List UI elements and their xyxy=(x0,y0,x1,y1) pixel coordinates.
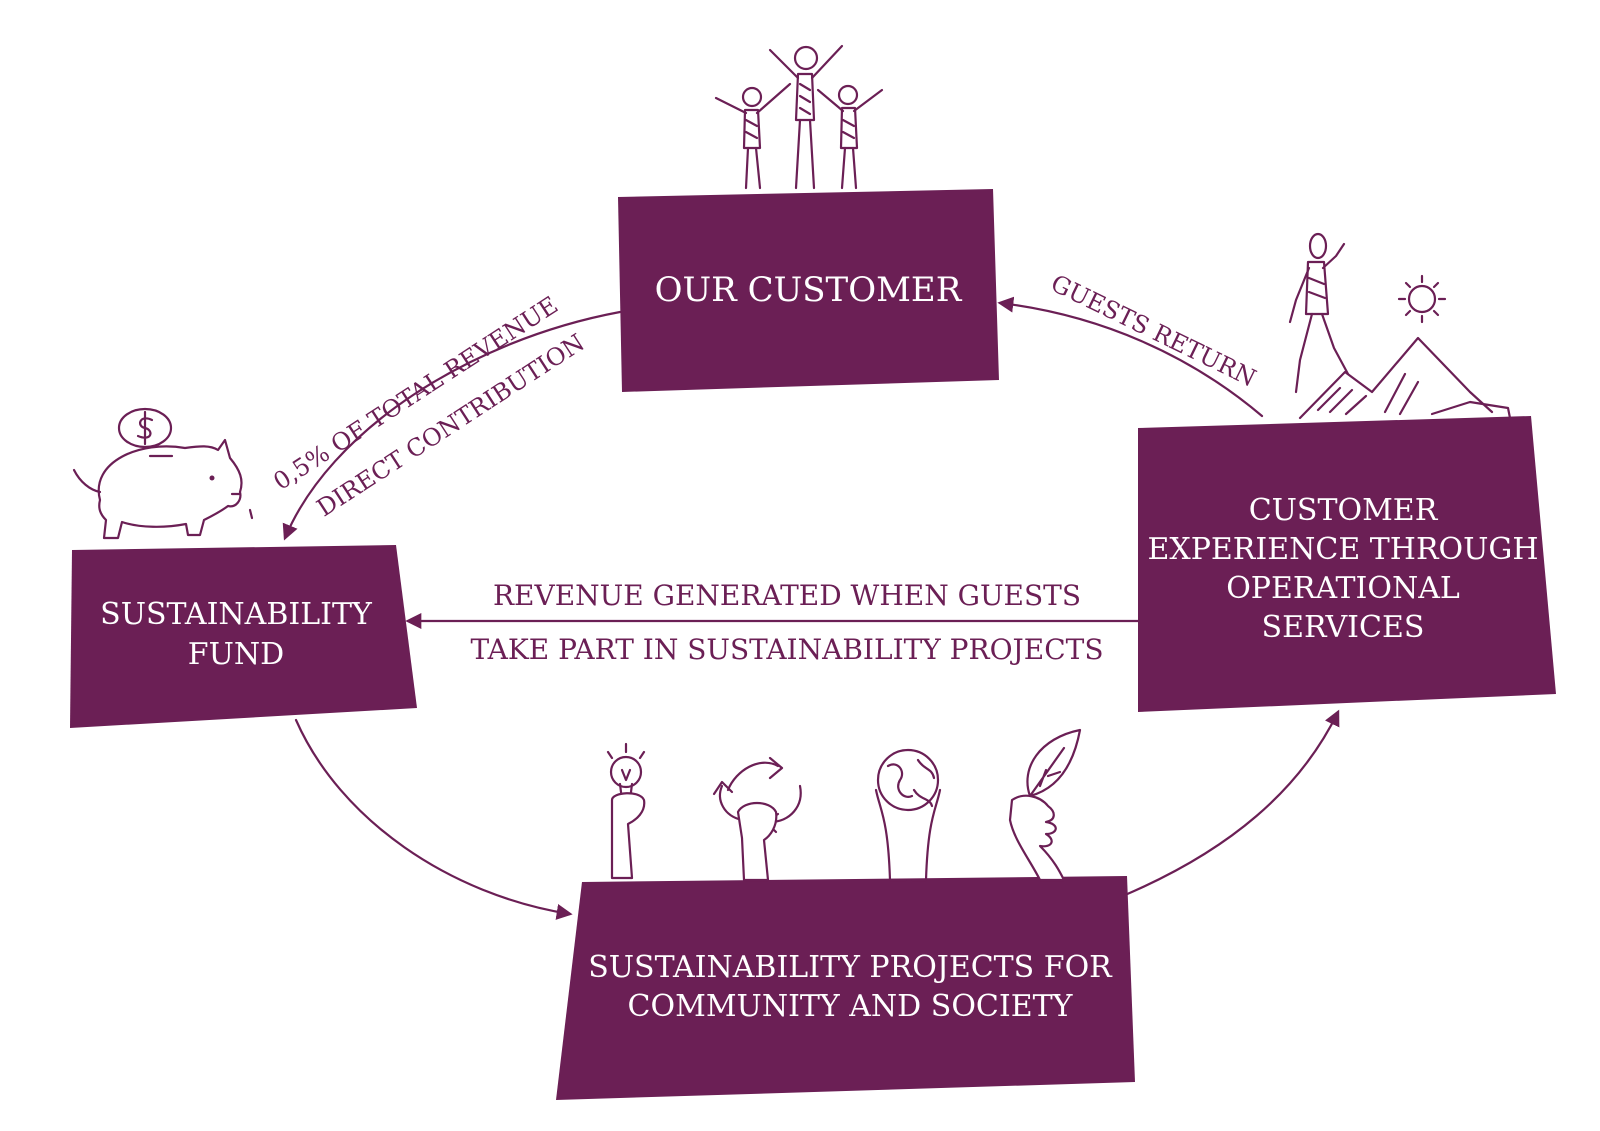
node-customer-experience-box xyxy=(1138,416,1556,712)
hiker-mountain-icon xyxy=(1288,232,1512,420)
node-sustainability-fund-box xyxy=(70,545,417,728)
edge-label-revenue-generated: REVENUE GENERATED WHEN GUESTS xyxy=(493,579,1081,612)
node-customer-experience-label-line2: EXPERIENCE THROUGH xyxy=(1147,532,1538,567)
edge-projects-to-experience xyxy=(1123,709,1340,897)
hands-globe-icon xyxy=(874,748,942,882)
dollar-coin-icon xyxy=(117,407,173,449)
node-sustainability-fund-label-line2: FUND xyxy=(188,637,284,672)
piggy-bank-icon xyxy=(72,438,254,540)
cheering-people-icon xyxy=(714,44,884,190)
hand-recycle-icon xyxy=(712,756,802,882)
edge-label-guests-return: GUESTS RETURN xyxy=(1047,269,1261,393)
edge-customer-to-fund xyxy=(282,310,622,541)
node-sustainability-projects-box xyxy=(556,876,1135,1100)
edge-fund-to-projects xyxy=(294,718,573,920)
node-our-customer: OUR CUSTOMER xyxy=(618,189,999,392)
node-sustainability-projects-label-line2: COMMUNITY AND SOCIETY xyxy=(628,989,1074,1024)
node-our-customer-label: OUR CUSTOMER xyxy=(655,270,963,310)
node-sustainability-projects: SUSTAINABILITY PROJECTS FOR COMMUNITY AN… xyxy=(556,876,1135,1100)
node-customer-experience-label-line4: SERVICES xyxy=(1262,610,1425,645)
node-customer-experience-label-line3: OPERATIONAL xyxy=(1226,571,1460,606)
node-customer-experience: CUSTOMER EXPERIENCE THROUGH OPERATIONAL … xyxy=(1138,416,1556,712)
node-sustainability-fund-label-line1: SUSTAINABILITY xyxy=(100,597,373,632)
node-our-customer-box xyxy=(618,189,999,392)
hand-leaf-icon xyxy=(1008,728,1082,882)
edge-label-take-part: TAKE PART IN SUSTAINABILITY PROJECTS xyxy=(470,633,1103,666)
node-sustainability-projects-label-line1: SUSTAINABILITY PROJECTS FOR xyxy=(588,950,1113,985)
hand-lightbulb-icon xyxy=(606,742,646,880)
node-customer-experience-label-line1: CUSTOMER xyxy=(1249,493,1439,528)
node-sustainability-fund: SUSTAINABILITY FUND xyxy=(70,545,417,728)
edge-experience-to-customer xyxy=(997,296,1264,418)
